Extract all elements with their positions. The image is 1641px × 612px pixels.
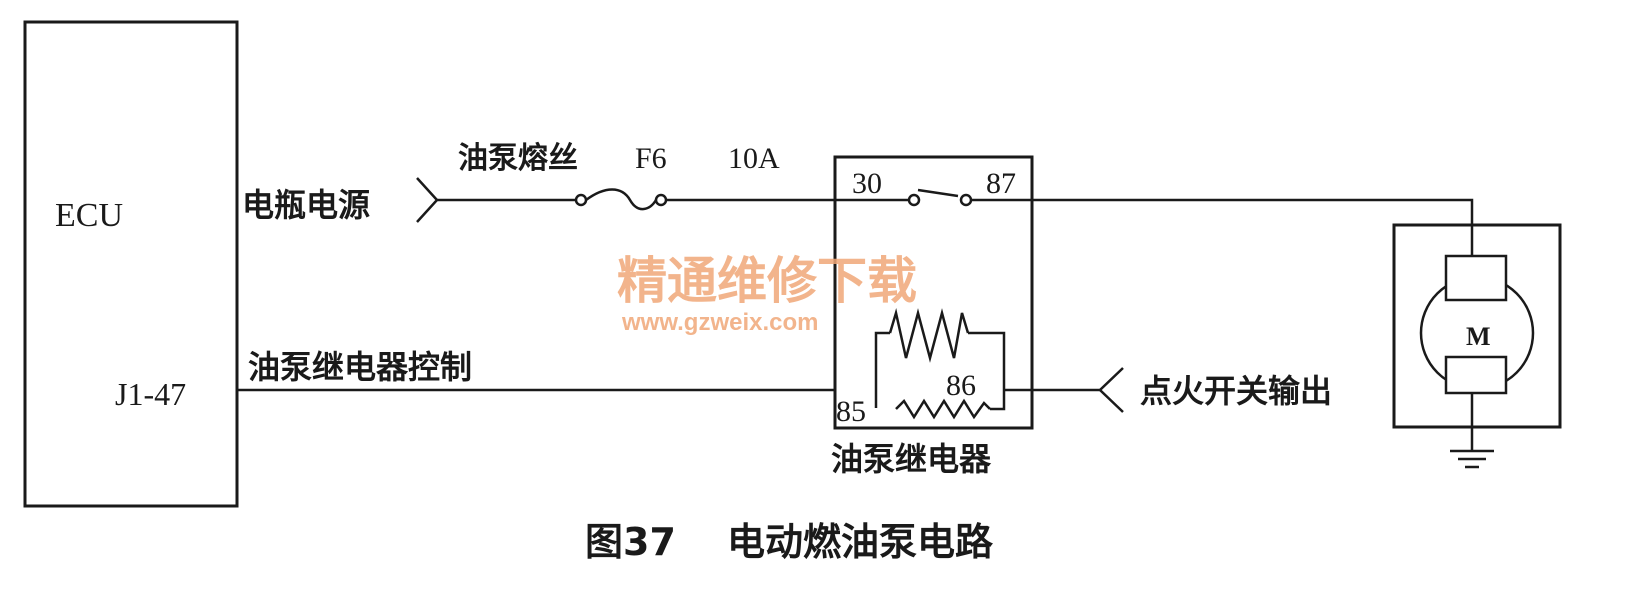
relay-control-label: 油泵继电器控制	[248, 348, 472, 386]
watermark-line1: 精通维修下载	[617, 252, 917, 310]
ecu-label: ECU	[55, 197, 123, 234]
fuse-terminal-right	[654, 193, 668, 207]
relay-pin-30: 30	[852, 167, 882, 200]
ecu-pin-label: J1-47	[115, 376, 186, 412]
figure-number: 图37	[585, 520, 676, 564]
pump-brush-top	[1444, 254, 1508, 302]
fuse-terminal-left	[574, 193, 588, 207]
pump-supply-wire	[971, 198, 1474, 256]
ignition-output-label: 点火开关输出	[1140, 372, 1332, 410]
relay-contact-30	[907, 193, 921, 207]
relay-coil-icon	[888, 308, 970, 363]
fuse-label: 油泵熔丝	[458, 141, 578, 176]
fuse-id: F6	[635, 142, 667, 175]
relay-resistor-icon	[895, 398, 991, 420]
battery-connector-chevron	[416, 177, 439, 223]
motor-symbol: M	[1466, 322, 1491, 351]
battery-power-label: 电瓶电源	[242, 186, 370, 224]
relay-pin-86: 86	[946, 369, 976, 402]
fuse-icon	[585, 188, 658, 211]
pump-box	[1392, 223, 1562, 429]
pump-brush-bottom	[1444, 355, 1508, 395]
relay-coil-lead-86	[968, 331, 1006, 411]
ignition-connector-chevron	[1098, 367, 1124, 413]
relay-contact-87	[959, 193, 973, 207]
relay-name: 油泵继电器	[831, 440, 992, 478]
relay-box	[833, 155, 1034, 430]
relay-pin-87: 87	[986, 167, 1016, 200]
relay-switch-blade	[917, 188, 959, 198]
relay-pin-85: 85	[836, 395, 866, 428]
fuse-rating: 10A	[728, 142, 780, 175]
relay-coil-lead-85	[874, 331, 890, 408]
ecu-box	[23, 20, 239, 508]
figure-title: 电动燃油泵电路	[727, 520, 994, 564]
watermark-line2: www.gzweix.com	[621, 309, 819, 336]
